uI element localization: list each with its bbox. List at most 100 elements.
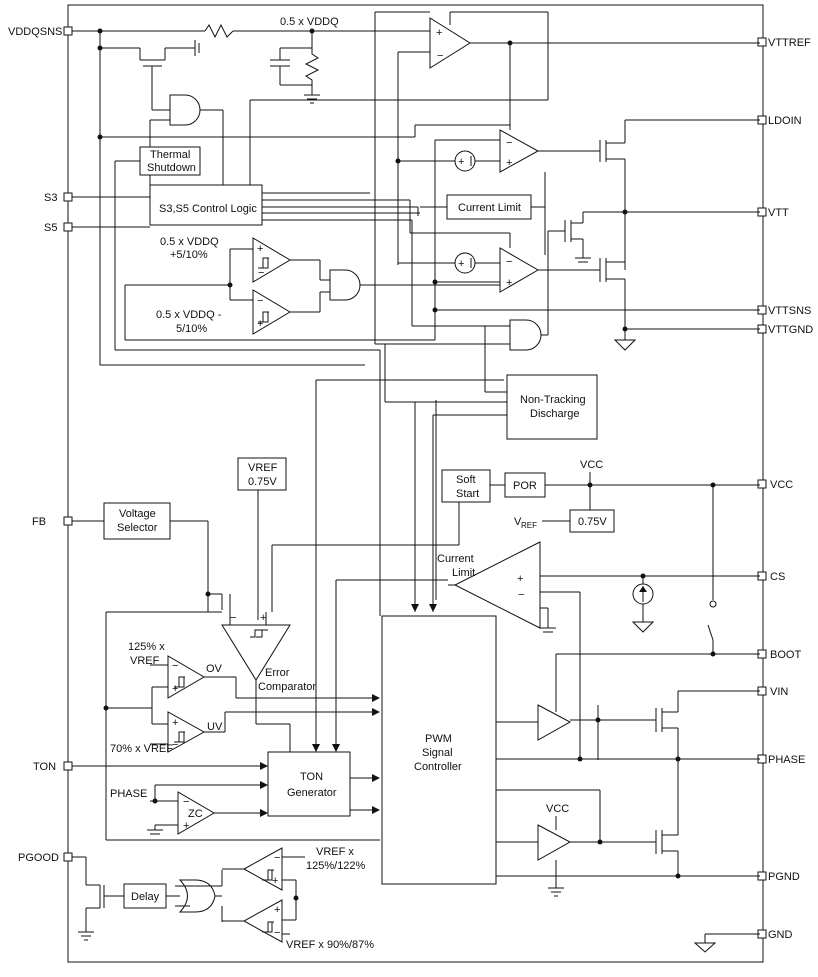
pin-cs[interactable]: CS bbox=[757, 571, 785, 583]
svg-text:OV: OV bbox=[206, 663, 223, 675]
svg-text:BOOT: BOOT bbox=[770, 649, 801, 661]
pin-vttref[interactable]: VTTREF bbox=[757, 37, 811, 49]
svg-text:0.75V: 0.75V bbox=[578, 516, 607, 528]
non-tracking-discharge-block: Non-Tracking Discharge bbox=[99, 335, 598, 600]
svg-text:+: + bbox=[183, 820, 189, 832]
svg-text:PHASE: PHASE bbox=[768, 754, 805, 766]
current-limit-block: Current Limit bbox=[409, 172, 546, 255]
svg-text:CS: CS bbox=[770, 571, 785, 583]
svg-text:S5: S5 bbox=[44, 222, 57, 234]
vttref-buffer: + − bbox=[250, 11, 760, 265]
pin-boot[interactable]: BOOT bbox=[757, 649, 801, 661]
svg-text:VREF x 90%/87%: VREF x 90%/87% bbox=[286, 939, 374, 951]
svg-text:+: + bbox=[257, 243, 263, 255]
svg-text:VREF: VREF bbox=[248, 462, 278, 474]
svg-text:Selector: Selector bbox=[117, 522, 158, 534]
power-stage: VCC bbox=[496, 690, 760, 897]
svg-text:−: − bbox=[258, 267, 264, 279]
svg-text:S3,S5 Control Logic: S3,S5 Control Logic bbox=[159, 203, 257, 215]
pin-vcc[interactable]: VCC bbox=[757, 479, 793, 491]
svg-text:+: + bbox=[458, 258, 464, 270]
vref-0-75-block: VREF 0.75V bbox=[237, 457, 287, 620]
current-limit-comparator: + − Current Limit bbox=[437, 541, 760, 760]
svg-text:0.5 x VDDQ -: 0.5 x VDDQ - bbox=[156, 309, 222, 321]
svg-text:PHASE: PHASE bbox=[110, 788, 147, 800]
svg-text:PGND: PGND bbox=[768, 871, 800, 883]
pin-vttgnd[interactable]: VTTGND bbox=[757, 324, 813, 336]
svg-text:+: + bbox=[436, 27, 442, 39]
svg-text:VTTSNS: VTTSNS bbox=[768, 305, 811, 317]
pgood-section: Delay − + VREF x 125%/122% + − VREF x 90… bbox=[72, 846, 374, 951]
svg-text:VCC: VCC bbox=[580, 459, 603, 471]
svg-text:125%/122%: 125%/122% bbox=[306, 860, 366, 872]
ton-generator-block: TON Generator bbox=[72, 379, 504, 817]
pin-fb[interactable]: FB bbox=[32, 516, 73, 528]
svg-text:−: − bbox=[172, 739, 178, 751]
svg-text:Voltage: Voltage bbox=[119, 508, 156, 520]
svg-text:Error: Error bbox=[265, 667, 290, 679]
pin-vddqsns[interactable]: VDDQSNS bbox=[8, 26, 73, 38]
svg-text:−: − bbox=[506, 256, 512, 268]
svg-text:+: + bbox=[172, 717, 178, 729]
svg-text:FB: FB bbox=[32, 516, 46, 528]
svg-text:VDDQSNS: VDDQSNS bbox=[8, 26, 62, 38]
svg-text:−: − bbox=[274, 852, 280, 864]
svg-text:VIN: VIN bbox=[770, 686, 788, 698]
svg-text:Non-Tracking: Non-Tracking bbox=[520, 394, 586, 406]
svg-text:REF: REF bbox=[521, 521, 537, 530]
svg-text:−: − bbox=[437, 50, 443, 62]
svg-text:S3: S3 bbox=[44, 192, 57, 204]
svg-text:+: + bbox=[172, 683, 178, 695]
window-comparators: 0.5 x VDDQ +5/10% 0.5 x VDDQ - 5/10% + −… bbox=[124, 236, 500, 341]
svg-text:Generator: Generator bbox=[287, 787, 337, 799]
svg-text:Soft: Soft bbox=[456, 474, 476, 486]
svg-text:Signal: Signal bbox=[422, 747, 453, 759]
svg-text:Delay: Delay bbox=[131, 891, 160, 903]
svg-text:−: − bbox=[183, 796, 189, 808]
svg-text:Thermal: Thermal bbox=[150, 149, 190, 161]
svg-text:125% x: 125% x bbox=[128, 641, 165, 653]
pin-pgnd[interactable]: PGND bbox=[757, 871, 800, 883]
pin-ton[interactable]: TON bbox=[33, 761, 73, 773]
vddqsns-divider: 0.5 x VDDQ bbox=[72, 16, 430, 335]
svg-text:LDOIN: LDOIN bbox=[768, 115, 802, 127]
svg-text:PWM: PWM bbox=[425, 733, 452, 745]
gnd-symbol bbox=[693, 933, 760, 953]
svg-text:−: − bbox=[518, 589, 524, 601]
vref-regulator: 0.75V V REF bbox=[514, 509, 615, 533]
vttsns-trace bbox=[432, 307, 760, 313]
pin-phase[interactable]: PHASE bbox=[757, 754, 805, 766]
control-logic-block: S3,S5 Control Logic bbox=[72, 100, 420, 228]
svg-text:TON: TON bbox=[33, 761, 56, 773]
ldo-mosfets bbox=[548, 119, 760, 351]
svg-text:+5/10%: +5/10% bbox=[170, 249, 208, 261]
pin-ldoin[interactable]: LDOIN bbox=[757, 115, 802, 127]
svg-text:+: + bbox=[506, 277, 512, 289]
svg-text:PGOOD: PGOOD bbox=[18, 852, 59, 864]
svg-text:VTTGND: VTTGND bbox=[768, 324, 813, 336]
svg-text:Controller: Controller bbox=[414, 761, 462, 773]
svg-text:5/10%: 5/10% bbox=[176, 323, 207, 335]
pin-pgood[interactable]: PGOOD bbox=[18, 852, 73, 864]
svg-text:UV: UV bbox=[207, 721, 223, 733]
ldo-upper-amp: − + + bbox=[395, 124, 600, 340]
svg-text:−: − bbox=[172, 660, 178, 672]
svg-text:−: − bbox=[257, 295, 263, 307]
thermal-shutdown-block: Thermal Shutdown bbox=[114, 146, 201, 350]
svg-text:+: + bbox=[257, 318, 263, 330]
svg-text:TON: TON bbox=[300, 771, 323, 783]
svg-text:V: V bbox=[514, 516, 522, 528]
svg-text:0.5 x VDDQ: 0.5 x VDDQ bbox=[160, 236, 219, 248]
svg-text:70% x VREF: 70% x VREF bbox=[110, 743, 173, 755]
pin-vttsns[interactable]: VTTSNS bbox=[757, 305, 811, 317]
zc-comparator: PHASE − + ZC bbox=[106, 781, 380, 841]
svg-text:VREF: VREF bbox=[130, 655, 160, 667]
svg-text:Limit: Limit bbox=[452, 567, 475, 579]
svg-text:+: + bbox=[517, 573, 523, 585]
svg-text:+: + bbox=[260, 612, 266, 624]
svg-text:Comparator: Comparator bbox=[258, 681, 316, 693]
ov-uv-comparators: 125% x VREF − + OV + − UV 70% x VREF bbox=[103, 641, 380, 755]
svg-text:0.5 x VDDQ: 0.5 x VDDQ bbox=[280, 16, 339, 28]
